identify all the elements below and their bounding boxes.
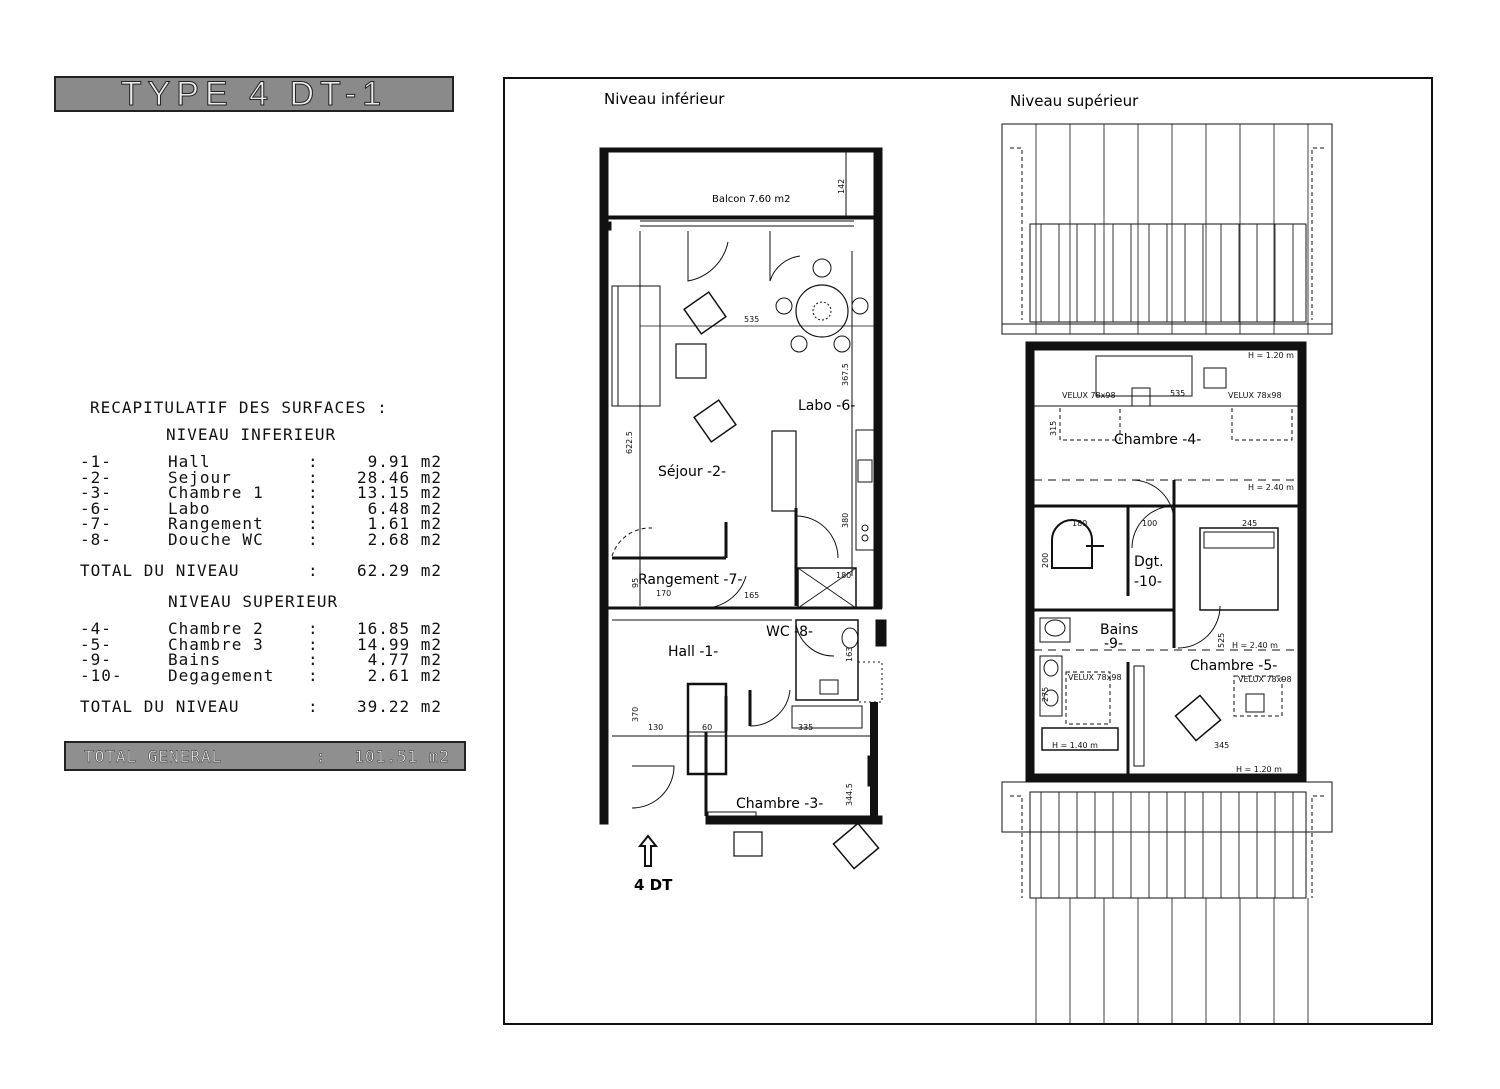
svg-text:535: 535	[1170, 389, 1185, 398]
lower-level-label: Niveau inférieur	[604, 90, 725, 108]
lower-level-plan	[599, 147, 887, 870]
svg-text:130: 130	[648, 723, 663, 732]
chambre-3-label: Chambre -3-	[736, 796, 823, 812]
labo-label: Labo -6-	[798, 398, 855, 414]
upper-level-rows: -4-Chambre 2:16.85 m2 -5-Chambre 3:14.99…	[80, 621, 460, 683]
table-row: -10-Degagement:2.61 m2	[80, 665, 442, 685]
upper-level-total: TOTAL DU NIVEAU:39.22 m2	[80, 697, 442, 716]
chambre-5-label: Chambre -5-	[1190, 658, 1277, 674]
dgt-number: -10-	[1134, 574, 1162, 590]
table-row: -7-Rangement:1.61 m2	[80, 514, 442, 533]
table-row: -6-Labo:6.48 m2	[80, 498, 442, 518]
balcony-label: Balcon 7.60 m2	[712, 194, 790, 205]
drawing-frame	[503, 77, 1433, 1025]
table-row: -2-Sejour:28.46 m2	[80, 467, 442, 487]
svg-text:VELUX 78x98: VELUX 78x98	[1068, 673, 1122, 682]
table-row: -5-Chambre 3:14.99 m2	[80, 634, 442, 654]
svg-text:380: 380	[841, 513, 850, 528]
svg-text:367.5: 367.5	[841, 363, 850, 386]
entrance-label: 4 DT	[634, 876, 673, 894]
surface-summary: RECAPITULATIF DES SURFACES : NIVEAU INFE…	[80, 398, 460, 716]
table-row: -8-Douche WC:2.68 m2	[80, 529, 442, 549]
lower-dimensions: 142 535 367.5 622.5 380 180 95 170 165 1…	[625, 179, 854, 806]
svg-text:200: 200	[1041, 553, 1050, 568]
svg-text:165: 165	[744, 591, 759, 600]
table-row: -1-Hall:9.91 m2	[80, 452, 442, 471]
grand-total-label: TOTAL GENERAL	[84, 746, 223, 766]
svg-text:180: 180	[836, 571, 851, 580]
svg-text:142: 142	[837, 179, 846, 194]
svg-text:245: 245	[1242, 519, 1257, 528]
table-row: -3-Chambre 1:13.15 m2	[80, 483, 442, 502]
svg-text:344.5: 344.5	[845, 783, 854, 806]
svg-text:VELUX 78x98: VELUX 78x98	[1228, 391, 1282, 400]
svg-text:315: 315	[1049, 421, 1058, 436]
table-row: -9-Bains:4.77 m2	[80, 650, 442, 669]
upper-level-plan	[1001, 123, 1333, 1024]
svg-text:370: 370	[631, 707, 640, 722]
svg-text:622.5: 622.5	[625, 431, 634, 454]
lower-level-total: TOTAL DU NIVEAU:62.29 m2	[80, 561, 442, 580]
upper-level-heading: NIVEAU SUPERIEUR	[168, 592, 339, 611]
svg-text:VELUX 78x98: VELUX 78x98	[1062, 391, 1116, 400]
summary-heading: RECAPITULATIF DES SURFACES :	[90, 398, 388, 417]
svg-text:345: 345	[1214, 741, 1229, 750]
table-row: -4-Chambre 2:16.85 m2	[80, 619, 442, 638]
upper-level-label: Niveau supérieur	[1010, 92, 1139, 110]
svg-text:170: 170	[656, 589, 671, 598]
svg-text:H = 2.40 m: H = 2.40 m	[1248, 483, 1294, 492]
svg-text:H = 1.20 m: H = 1.20 m	[1248, 351, 1294, 360]
upper-dimensions: H = 1.20 m VELUX 78x98 VELUX 78x98 535 3…	[1041, 351, 1294, 774]
svg-text:180: 180	[1072, 519, 1087, 528]
svg-text:VELUX 78x98: VELUX 78x98	[1238, 675, 1292, 684]
floor-plan-drawing: Niveau inférieur Niveau supérieur	[503, 77, 1433, 1025]
svg-text:163: 163	[845, 647, 854, 662]
svg-text:H = 1.20 m: H = 1.20 m	[1236, 765, 1282, 774]
dgt-label: Dgt.	[1134, 554, 1164, 570]
rangement-label: Rangement -7-	[638, 572, 742, 588]
svg-text:335: 335	[798, 723, 813, 732]
bains-label: Bains	[1100, 622, 1138, 638]
svg-text:H = 2.40 m: H = 2.40 m	[1232, 641, 1278, 650]
svg-text:525: 525	[1217, 633, 1226, 648]
chambre-4-label: Chambre -4-	[1114, 432, 1201, 448]
grand-total-value: 101.51 m2	[354, 746, 450, 766]
sejour-label: Séjour -2-	[658, 464, 726, 480]
plan-type-title: TYPE 4 DT-1	[54, 74, 454, 113]
grand-total-box: TOTAL GENERAL : 101.51 m2	[64, 741, 466, 771]
svg-text:100: 100	[1142, 519, 1157, 528]
svg-text:H = 1.40 m: H = 1.40 m	[1052, 741, 1098, 750]
svg-text:95: 95	[631, 578, 640, 588]
svg-text:275: 275	[1041, 687, 1050, 702]
lower-level-rows: -1-Hall:9.91 m2 -2-Sejour:28.46 m2 -3-Ch…	[80, 454, 460, 547]
wc-label: WC -8-	[766, 624, 813, 640]
hall-label: Hall -1-	[668, 644, 718, 660]
bains-number: -9-	[1104, 636, 1123, 652]
lower-level-heading: NIVEAU INFERIEUR	[166, 425, 337, 444]
svg-text:535: 535	[744, 315, 759, 324]
svg-text:60: 60	[702, 723, 712, 732]
